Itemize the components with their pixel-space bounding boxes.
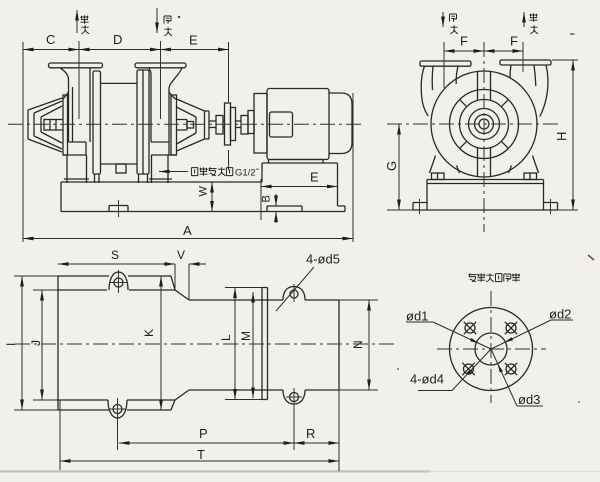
svg-text:ød1: ød1: [406, 309, 428, 324]
svg-text:T: T: [197, 447, 205, 462]
svg-text:D: D: [113, 32, 122, 47]
svg-text:J: J: [29, 340, 43, 346]
svg-text:A: A: [183, 223, 192, 238]
svg-text:ød2: ød2: [549, 307, 571, 322]
svg-text:W: W: [198, 186, 210, 197]
svg-text:F: F: [510, 34, 518, 49]
svg-text:S: S: [111, 248, 119, 262]
svg-text:I: I: [4, 343, 18, 346]
svg-text:M: M: [239, 331, 253, 341]
svg-text:E: E: [310, 170, 319, 185]
svg-text:G1/2˝: G1/2˝: [235, 168, 260, 179]
svg-text:ød3: ød3: [518, 392, 540, 407]
svg-text:L: L: [219, 334, 233, 341]
svg-text:G: G: [384, 161, 399, 171]
svg-text:E: E: [189, 33, 198, 48]
svg-text:N: N: [351, 340, 365, 349]
svg-text:C: C: [46, 32, 55, 47]
svg-text:P: P: [199, 426, 208, 441]
svg-text:4-ød4: 4-ød4: [410, 372, 444, 387]
svg-text:H: H: [554, 132, 569, 141]
svg-text:F: F: [460, 34, 468, 49]
svg-text:V: V: [177, 248, 185, 262]
svg-text:K: K: [142, 329, 156, 337]
svg-text:R: R: [306, 426, 315, 441]
svg-text:B: B: [261, 195, 273, 202]
svg-text:4-ød5: 4-ød5: [306, 252, 340, 267]
